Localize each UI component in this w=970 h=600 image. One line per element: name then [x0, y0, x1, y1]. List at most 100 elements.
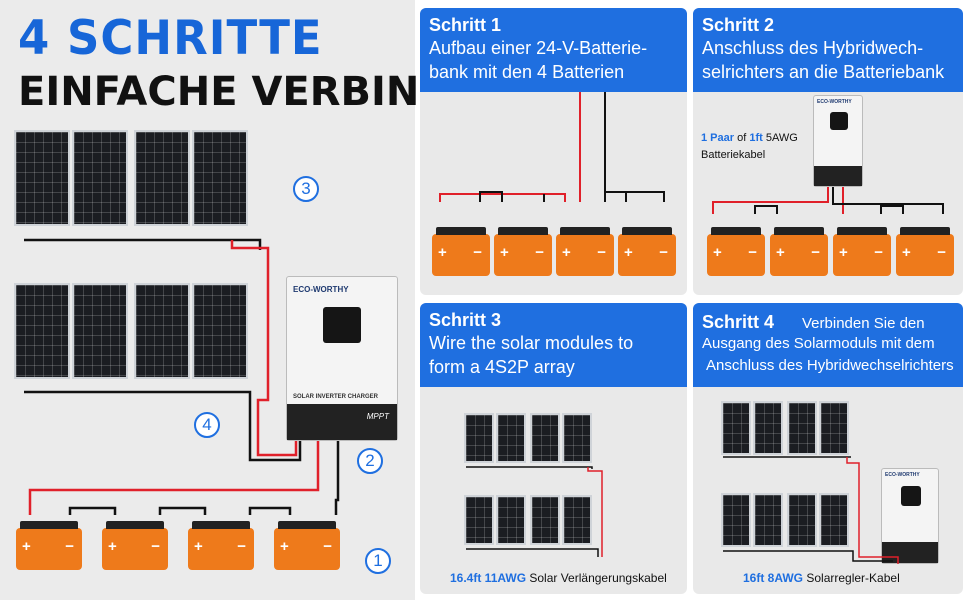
solar-panel — [496, 495, 526, 545]
step-card-4: Schritt 4 Verbinden Sie den Ausgang des S… — [693, 303, 963, 594]
battery: +− — [618, 227, 676, 276]
solar-panel — [134, 283, 190, 379]
step-text-line: Aufbau einer 24-V-Batterie- — [429, 38, 648, 58]
solar-panel — [14, 283, 70, 379]
step-text-line: Ausgang des Solarmoduls mit dem — [702, 335, 935, 352]
cable-spec-text: Solarregler-Kabel — [803, 571, 900, 585]
battery-minus-label: − — [473, 244, 482, 261]
battery: +− — [274, 521, 340, 570]
solar-panel — [14, 130, 70, 226]
inverter-display — [323, 307, 361, 343]
solar-panel — [72, 283, 128, 379]
battery-plus-label: + — [713, 244, 722, 261]
battery-minus-label: − — [937, 244, 946, 261]
solar-panel — [562, 495, 592, 545]
battery-plus-label: + — [500, 244, 509, 261]
hybrid-inverter: ECO-WORTHY — [881, 468, 939, 564]
inverter-tag: MPPT — [366, 412, 389, 422]
step-text-line: bank mit den 4 Batterien — [429, 62, 625, 82]
battery-plus-label: + — [839, 244, 848, 261]
solar-panel — [530, 413, 560, 463]
solar-panel — [530, 495, 560, 545]
battery-plus-label: + — [562, 244, 571, 261]
step-text-line: Wire the solar modules to — [429, 333, 634, 353]
cable-spec-length: 16ft 8AWG — [743, 571, 804, 585]
cable-spec-length: 16.4ft 11AWG — [450, 571, 527, 585]
cable-spec: 16.4ft 11AWG Solar Verlängerungskabel — [450, 571, 667, 585]
battery-minus-label: − — [535, 244, 544, 261]
step-text-line: selrichters an die Batteriebank — [702, 62, 945, 82]
solar-panel — [819, 493, 849, 547]
step-title: Schritt 3 — [429, 310, 502, 330]
step-card-2: Schritt 2 Anschluss des Hybridwech- selr… — [693, 8, 963, 295]
solar-array-wiring — [466, 466, 603, 557]
cable-spec-text: Solar Verlängerungskabel — [526, 571, 667, 585]
inverter-brand: ECO-WORTHY — [885, 472, 920, 478]
battery-minus-label: − — [237, 538, 246, 555]
cable-spec-qty: 1 Paar — [701, 132, 735, 144]
solar-panel — [721, 401, 751, 455]
battery-wiring-diagram — [439, 92, 665, 202]
cable-spec-text: of — [734, 132, 750, 144]
cable-spec-type: Batteriekabel — [701, 149, 766, 161]
step-card-3: Schritt 3 Wire the solar modules to form… — [420, 303, 687, 594]
battery-minus-label: − — [874, 244, 883, 261]
solar-panel — [134, 130, 190, 226]
step-title: Schritt 1 — [429, 15, 502, 35]
solar-panel — [787, 401, 817, 455]
solar-panel — [753, 493, 783, 547]
cable-spec: 1 Paar of 1ft 5AWG — [701, 132, 798, 144]
step-marker-3: 3 — [293, 176, 319, 202]
solar-panel — [753, 401, 783, 455]
battery: +− — [896, 227, 954, 276]
battery: +− — [494, 227, 552, 276]
battery-minus-label: − — [811, 244, 820, 261]
solar-panel — [72, 130, 128, 226]
solar-panel — [787, 493, 817, 547]
solar-panel — [464, 413, 494, 463]
battery: +− — [770, 227, 828, 276]
solar-panel — [819, 401, 849, 455]
battery: +− — [16, 521, 82, 570]
solar-panel — [464, 495, 494, 545]
inverter-brand: ECO-WORTHY — [817, 99, 852, 105]
inverter-label: SOLAR INVERTER CHARGER — [293, 394, 379, 400]
solar-inverter-wiring — [723, 456, 899, 564]
solar-panel — [496, 413, 526, 463]
battery-minus-label: − — [323, 538, 332, 555]
solar-panel — [721, 493, 751, 547]
hybrid-inverter: ECO-WORTHY SOLAR INVERTER CHARGER MPPT — [286, 276, 398, 441]
step-title: Schritt 4 — [702, 312, 775, 332]
step-card-1: Schritt 1 Aufbau einer 24-V-Batterie- ba… — [420, 8, 687, 295]
battery-minus-label: − — [748, 244, 757, 261]
battery: +− — [432, 227, 490, 276]
inverter-brand: ECO-WORTHY — [293, 285, 349, 294]
step-marker-2: 2 — [357, 448, 383, 474]
battery-plus-label: + — [22, 538, 31, 555]
solar-panel — [562, 413, 592, 463]
step-text-line: Verbinden Sie den — [802, 315, 925, 332]
battery-plus-label: + — [280, 538, 289, 555]
battery: +− — [556, 227, 614, 276]
inverter-display — [830, 112, 848, 130]
battery: +− — [188, 521, 254, 570]
battery-plus-label: + — [624, 244, 633, 261]
battery-plus-label: + — [194, 538, 203, 555]
cable-spec-length: 1ft — [749, 132, 763, 144]
solar-panel — [192, 130, 248, 226]
step-title: Schritt 2 — [702, 15, 775, 35]
battery-minus-label: − — [597, 244, 606, 261]
page-title: 4 SCHRITTE — [18, 9, 323, 66]
battery-minus-label: − — [659, 244, 668, 261]
cable-spec-gauge: 5AWG — [762, 132, 798, 144]
step-text-line: Anschluss des Hybridwechselrichters — [706, 357, 954, 374]
hybrid-inverter: ECO-WORTHY — [813, 95, 863, 187]
battery: +− — [833, 227, 891, 276]
step-marker-1: 1 — [365, 548, 391, 574]
solar-panel — [192, 283, 248, 379]
battery-minus-label: − — [151, 538, 160, 555]
battery: +− — [707, 227, 765, 276]
battery: +− — [102, 521, 168, 570]
battery-plus-label: + — [776, 244, 785, 261]
battery-plus-label: + — [438, 244, 447, 261]
